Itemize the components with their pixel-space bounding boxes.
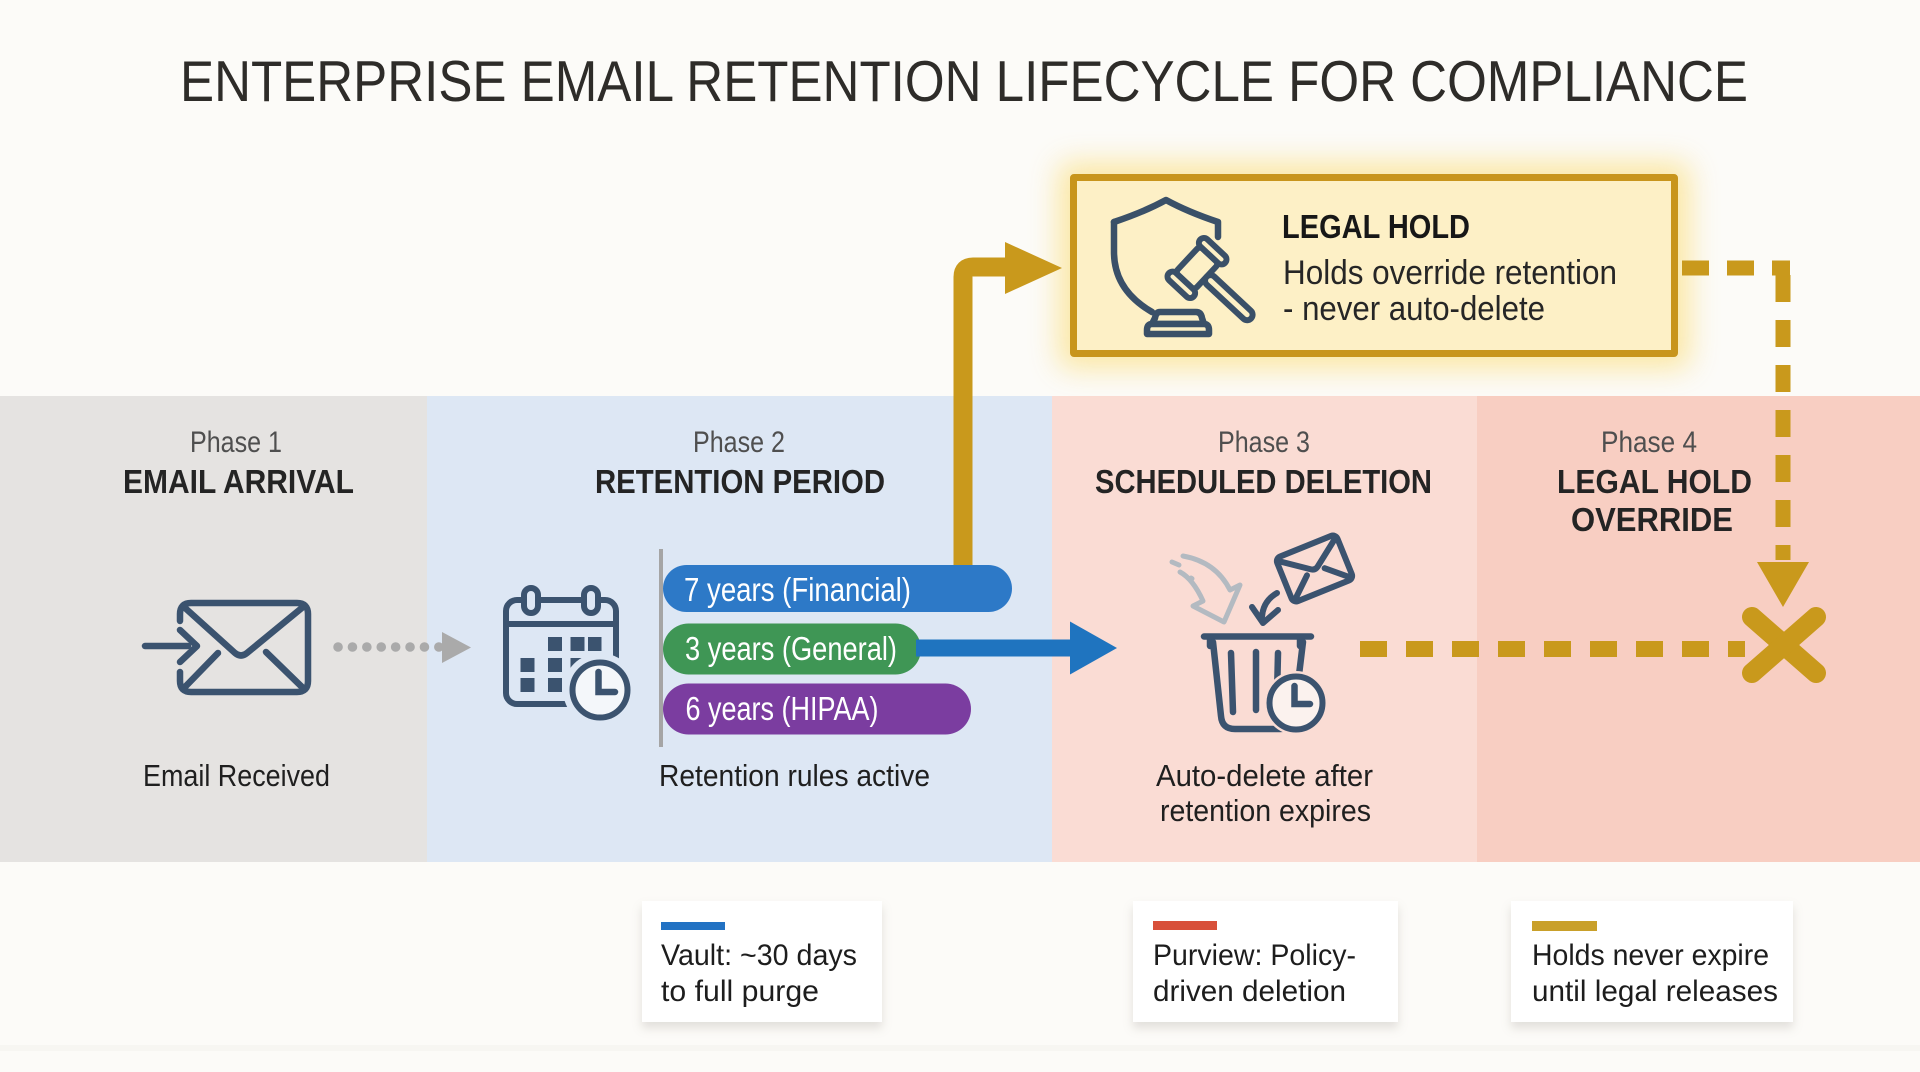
svg-text:retention expires: retention expires bbox=[1160, 793, 1371, 828]
svg-text:Phase 1: Phase 1 bbox=[190, 426, 282, 459]
svg-text:Holds never expire: Holds never expire bbox=[1532, 939, 1769, 972]
svg-text:Retention rules active: Retention rules active bbox=[659, 758, 930, 793]
svg-text:7 years (Financial): 7 years (Financial) bbox=[684, 571, 911, 608]
svg-text:Vault: ~30 days: Vault: ~30 days bbox=[661, 939, 857, 972]
svg-text:to full purge: to full purge bbox=[661, 975, 819, 1008]
svg-text:driven deletion: driven deletion bbox=[1153, 975, 1346, 1008]
svg-text:Holds override retention: Holds override retention bbox=[1283, 254, 1617, 292]
svg-text:Phase 4: Phase 4 bbox=[1601, 426, 1697, 459]
svg-text:RETENTION PERIOD: RETENTION PERIOD bbox=[595, 463, 885, 500]
svg-text:- never auto-delete: - never auto-delete bbox=[1283, 290, 1545, 328]
svg-text:OVERRIDE: OVERRIDE bbox=[1571, 501, 1733, 538]
svg-text:LEGAL HOLD: LEGAL HOLD bbox=[1557, 463, 1752, 500]
svg-text:until legal releases: until legal releases bbox=[1532, 975, 1778, 1008]
svg-text:Email Received: Email Received bbox=[143, 758, 330, 793]
svg-text:Purview: Policy-: Purview: Policy- bbox=[1153, 939, 1356, 972]
svg-text:Auto-delete after: Auto-delete after bbox=[1156, 758, 1373, 793]
svg-text:Phase 2: Phase 2 bbox=[693, 426, 785, 459]
svg-text:ENTERPRISE EMAIL RETENTION LIF: ENTERPRISE EMAIL RETENTION LIFECYCLE FOR… bbox=[180, 50, 1748, 114]
svg-text:SCHEDULED DELETION: SCHEDULED DELETION bbox=[1095, 463, 1432, 500]
svg-text:Phase 3: Phase 3 bbox=[1218, 426, 1310, 459]
svg-text:6 years (HIPAA): 6 years (HIPAA) bbox=[686, 690, 879, 727]
svg-text:3 years (General): 3 years (General) bbox=[685, 630, 897, 667]
svg-text:EMAIL ARRIVAL: EMAIL ARRIVAL bbox=[123, 463, 354, 500]
svg-text:LEGAL HOLD: LEGAL HOLD bbox=[1282, 208, 1470, 245]
